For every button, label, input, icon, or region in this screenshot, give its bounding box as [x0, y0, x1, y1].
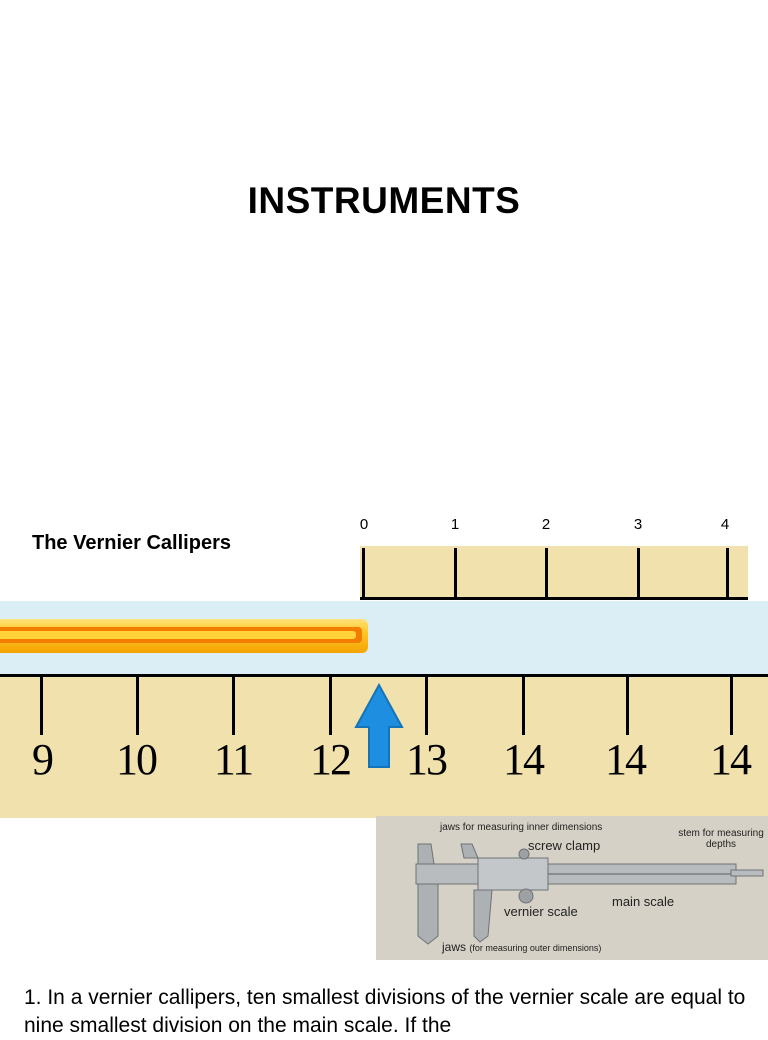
main-label: 13	[406, 735, 448, 784]
vernier-tick	[454, 548, 457, 600]
label-jaws-word: jaws	[442, 940, 467, 954]
label-jaws: jaws (for measuring outer dimensions)	[442, 940, 601, 954]
main-label: 14	[605, 735, 647, 784]
pointer-arrow-icon	[354, 683, 404, 768]
vernier-label-3: 3	[633, 516, 643, 533]
calliper-illustration	[376, 816, 768, 960]
main-tick	[730, 677, 733, 735]
label-vernier-scale: vernier scale	[504, 904, 578, 919]
main-tick	[522, 677, 525, 735]
vernier-scale[interactable]	[360, 546, 748, 600]
section-subtitle: The Vernier Callipers	[32, 532, 231, 554]
main-label: 11	[213, 735, 254, 784]
main-tick	[232, 677, 235, 735]
vernier-label-4: 4	[720, 516, 730, 533]
vernier-tick	[726, 548, 729, 600]
vernier-label-1: 1	[450, 516, 460, 533]
measured-rod-highlight	[0, 631, 356, 639]
question-text: 1. In a vernier callipers, ten smallest …	[24, 986, 746, 1037]
main-label: 14	[710, 735, 752, 784]
main-tick	[425, 677, 428, 735]
vernier-label-2: 2	[541, 516, 551, 533]
vernier-label-0: 0	[359, 516, 369, 533]
vernier-tick	[545, 548, 548, 600]
slide-title: INSTRUMENTS	[247, 180, 521, 221]
calliper-photo: jaws for measuring inner dimensions scre…	[376, 816, 768, 960]
main-label: 9	[32, 735, 54, 784]
vernier-tick	[362, 548, 365, 600]
label-jaws-note: (for measuring outer dimensions)	[469, 943, 602, 953]
label-stem: stem for measuring depths	[678, 828, 764, 850]
main-label: 10	[116, 735, 158, 784]
vernier-tick	[637, 548, 640, 600]
main-label: 12	[310, 735, 352, 784]
main-tick	[626, 677, 629, 735]
label-screw-clamp: screw clamp	[528, 838, 601, 853]
main-tick	[40, 677, 43, 735]
label-main-scale: main scale	[612, 894, 675, 909]
main-label: 14	[503, 735, 545, 784]
main-tick	[329, 677, 332, 735]
label-inner-jaws: jaws for measuring inner dimensions	[440, 822, 603, 833]
main-tick	[136, 677, 139, 735]
